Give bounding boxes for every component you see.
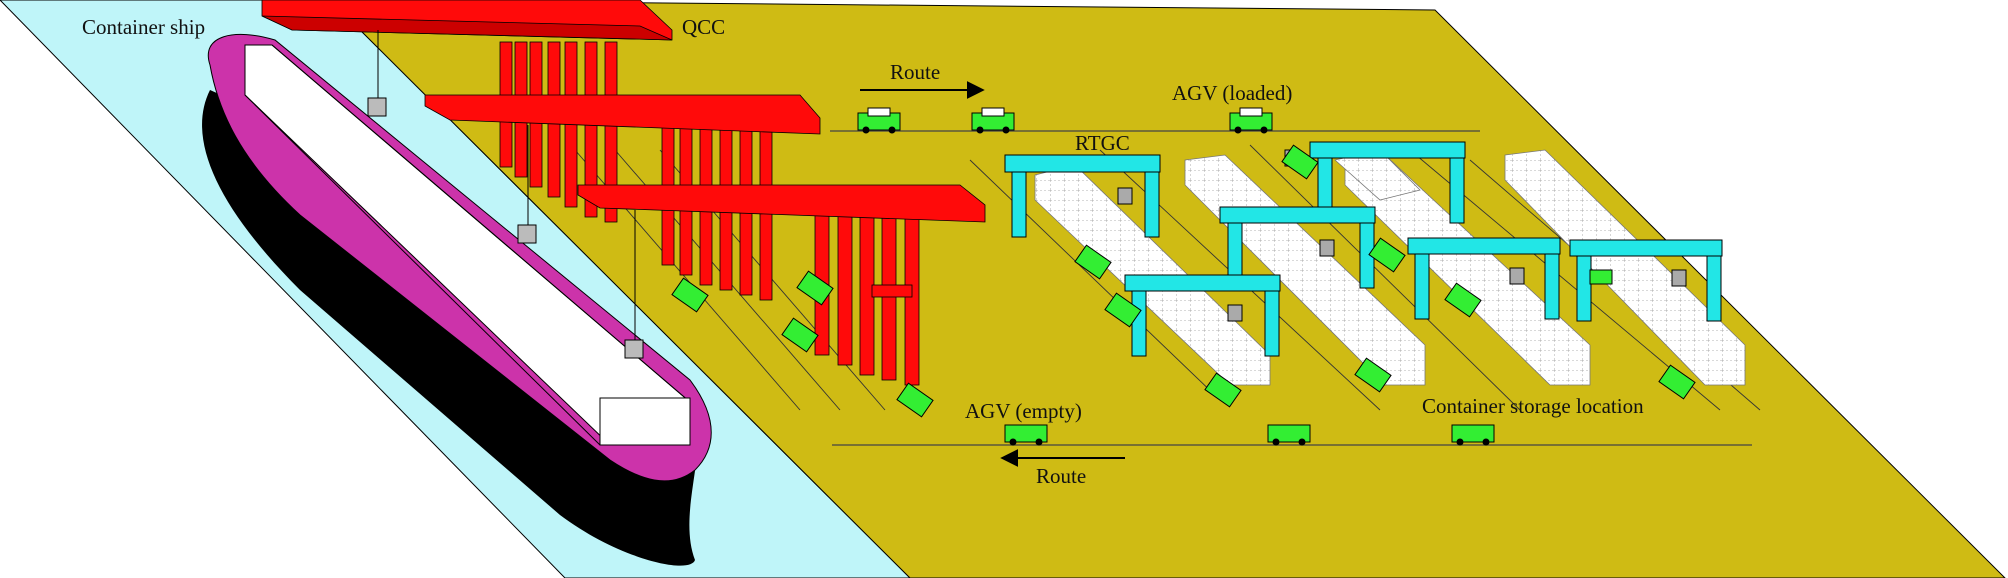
label-storage: Container storage location: [1422, 394, 1644, 418]
agv-vehicle-icon: [671, 107, 1696, 446]
ship-stern-box: [599, 397, 691, 446]
spreader-icon: [367, 30, 644, 359]
label-route-top: Route: [890, 60, 940, 84]
label-agv-loaded: AGV (loaded): [1172, 81, 1292, 105]
label-route-bottom: Route: [1036, 464, 1086, 488]
label-qcc: QCC: [682, 15, 725, 39]
container-ship: [202, 34, 712, 566]
label-agv-empty: AGV (empty): [965, 399, 1082, 423]
gantry-crane-icon: [1004, 141, 1723, 357]
label-container-ship: Container ship: [82, 15, 205, 39]
label-rtgc: RTGC: [1075, 131, 1130, 155]
quay-crane-icon: [261, 0, 986, 386]
